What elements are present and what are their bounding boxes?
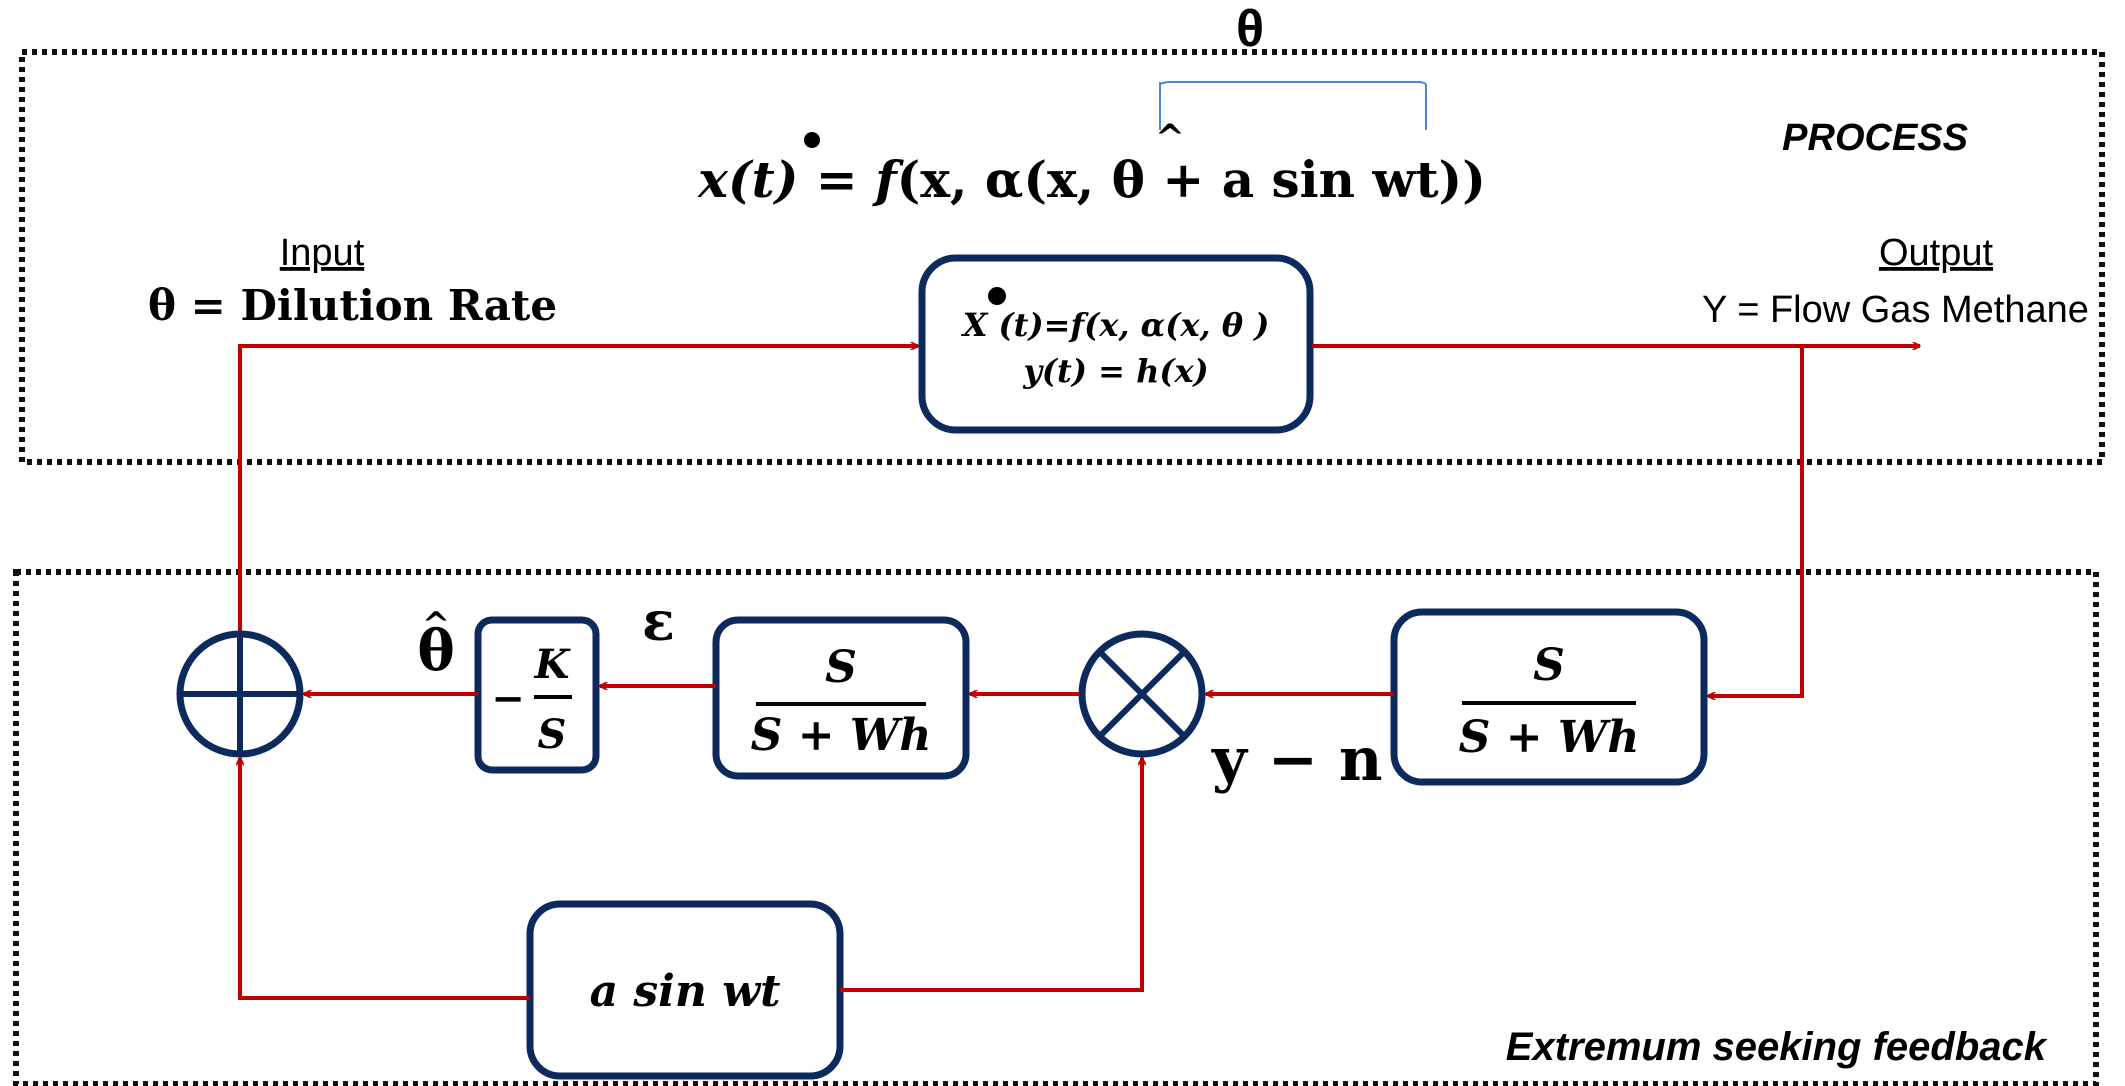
epsilon-label: ε: [642, 589, 675, 653]
output-value: Y = Flow Gas Methane: [1702, 289, 2089, 331]
feedback-label: Extremum seeking feedback: [1506, 1025, 2048, 1069]
wire-output-to-hpf: [1708, 346, 1804, 696]
plant-block: X (t)=f(x, α(x, θ ) y(t) = h(x): [918, 254, 1314, 434]
feedback-frame: [13, 569, 2099, 1086]
hpf-numerator: S: [1533, 640, 1565, 691]
equation-text: x(t) = f(x, α(x, θ + a sin wt)): [697, 150, 1486, 209]
equation-dot: [804, 132, 820, 148]
input-label: Input: [280, 232, 365, 274]
plant-dot: [988, 287, 1006, 305]
theta-hat-accent: ^: [422, 605, 451, 645]
wire-dither-to-multiplier: [840, 758, 1142, 992]
process-frame: [19, 49, 2105, 465]
lpf-numerator: S: [825, 642, 857, 693]
input-value: θ = Dilution Rate: [148, 281, 557, 330]
summing-junction: [176, 630, 304, 758]
theta-top-label: θ: [1236, 0, 1264, 58]
plant-output-equation: y(t) = h(x): [1022, 352, 1208, 390]
plant-state-equation: X (t)=f(x, α(x, θ ): [961, 306, 1270, 344]
process-label: PROCESS: [1782, 117, 1968, 159]
dither-block: a sin wt: [526, 900, 844, 1080]
multiplier-junction: [1078, 630, 1206, 758]
low-pass-filter-block: S S + Wh: [712, 616, 970, 780]
high-pass-filter-block: S S + Wh: [1390, 608, 1708, 786]
theta-hat-label: θ: [417, 618, 454, 684]
integrator-sign: −: [491, 675, 525, 722]
hpf-denominator: S + Wh: [1459, 712, 1640, 763]
output-label: Output: [1879, 232, 1994, 274]
theta-brace: [1159, 81, 1427, 130]
equation-hat: ^: [1155, 117, 1185, 159]
dither-label: a sin wt: [590, 966, 781, 1017]
integrator-denominator: S: [538, 711, 567, 758]
wire-input-to-plant: [238, 346, 918, 640]
lpf-denominator: S + Wh: [751, 710, 932, 761]
integrator-numerator: K: [534, 641, 572, 688]
y-minus-n-label: y − n: [1211, 725, 1383, 795]
process-equation: x(t) = f(x, α(x, θ + a sin wt)) ^: [697, 117, 1486, 209]
wire-dither-to-sum: [240, 758, 530, 1000]
integrator-block: − K S: [474, 616, 600, 774]
